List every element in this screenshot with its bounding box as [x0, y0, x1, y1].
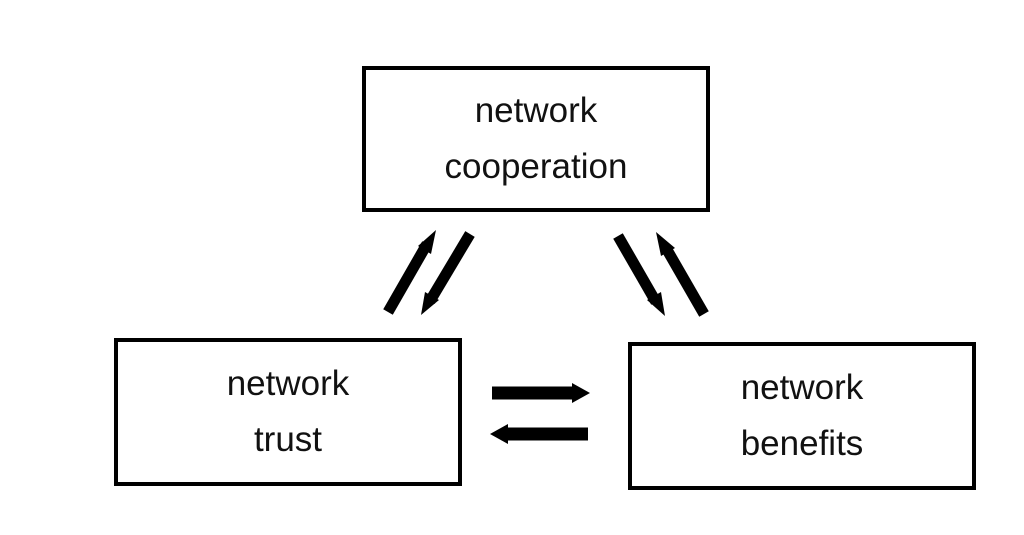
node-label-line-2: cooperation [444, 147, 628, 186]
node-network-cooperation: network cooperation [362, 66, 710, 212]
node-network-trust: network trust [114, 338, 462, 486]
arrow-benefits-to-trust [490, 424, 588, 444]
arrow-cooperation-to-trust [421, 231, 475, 315]
node-network-benefits: network benefits [628, 342, 976, 490]
node-label-line-1: network [474, 91, 598, 130]
node-label-line-1: network [226, 364, 350, 403]
arrow-cooperation-to-benefits [613, 233, 665, 316]
node-label-line-1: network [740, 368, 864, 407]
arrow-trust-to-cooperation [383, 230, 436, 315]
node-label-line-2: benefits [740, 424, 864, 463]
arrow-benefits-to-cooperation [656, 232, 709, 317]
arrow-trust-to-benefits [492, 383, 590, 403]
node-label-line-2: trust [253, 420, 323, 459]
